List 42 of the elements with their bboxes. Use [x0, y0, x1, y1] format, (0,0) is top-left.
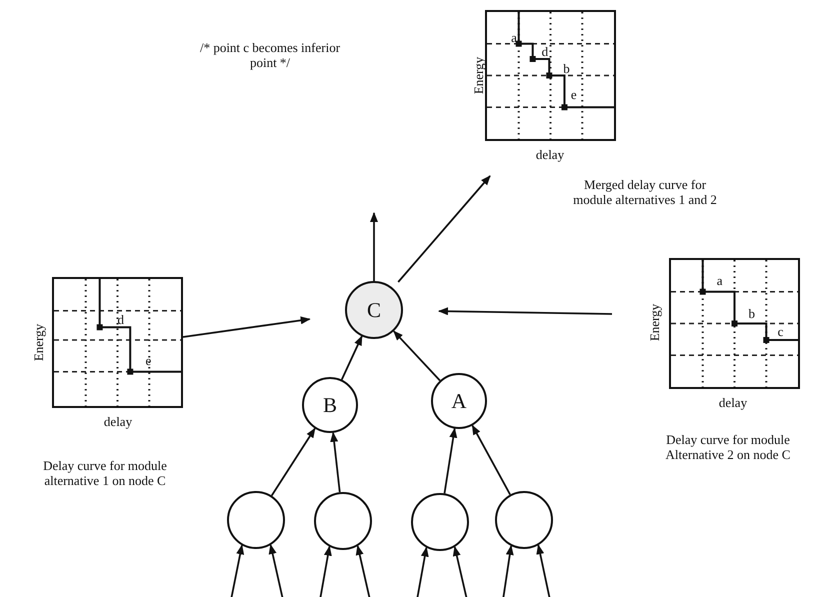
point-label: a [511, 31, 517, 44]
plot-caption: Delay curve for module alternative 1 on node C [42, 458, 168, 488]
point-label: c [778, 324, 784, 338]
point-label: d [118, 313, 124, 326]
point-label: b [748, 306, 755, 320]
arrow [393, 330, 441, 382]
axis-label: delay [102, 414, 134, 429]
arrow [452, 546, 468, 597]
point-label: a [716, 274, 722, 287]
node-label: A [451, 388, 467, 414]
arrow [536, 544, 551, 597]
arrow [268, 544, 284, 597]
point-label: d [542, 45, 548, 58]
arrow [230, 544, 244, 597]
arrow [182, 316, 311, 338]
plot-caption: Merged delay curve for module alternatives 1 and 2 [572, 177, 718, 207]
arrow [340, 335, 363, 380]
point-label: e [570, 88, 577, 102]
point-label: b [563, 62, 570, 75]
arrow [444, 428, 458, 494]
node-label: B [322, 392, 337, 418]
axis-label: Energy [31, 324, 46, 362]
axis-label: delay [534, 147, 566, 162]
arrow [356, 545, 371, 597]
arrow [330, 432, 341, 492]
arrow [472, 424, 511, 495]
arrow [438, 307, 612, 316]
arrow [502, 544, 514, 597]
arrow [319, 546, 332, 597]
node-label: C [366, 298, 381, 322]
arrow [270, 428, 316, 496]
point-label: e [145, 354, 152, 367]
tree-node-circle [345, 281, 403, 339]
arrow [416, 546, 429, 597]
tree-node-circle [431, 373, 487, 429]
axis-label: delay [718, 395, 748, 410]
arrow [398, 175, 491, 283]
axis-label: Energy [471, 56, 486, 94]
plot-caption: Delay curve for module Alternative 2 on node C [664, 432, 792, 462]
annotation-note: /* point c becomes inferior point */ [198, 40, 342, 70]
axis-label: Energy [647, 304, 662, 342]
arrow [370, 212, 378, 281]
